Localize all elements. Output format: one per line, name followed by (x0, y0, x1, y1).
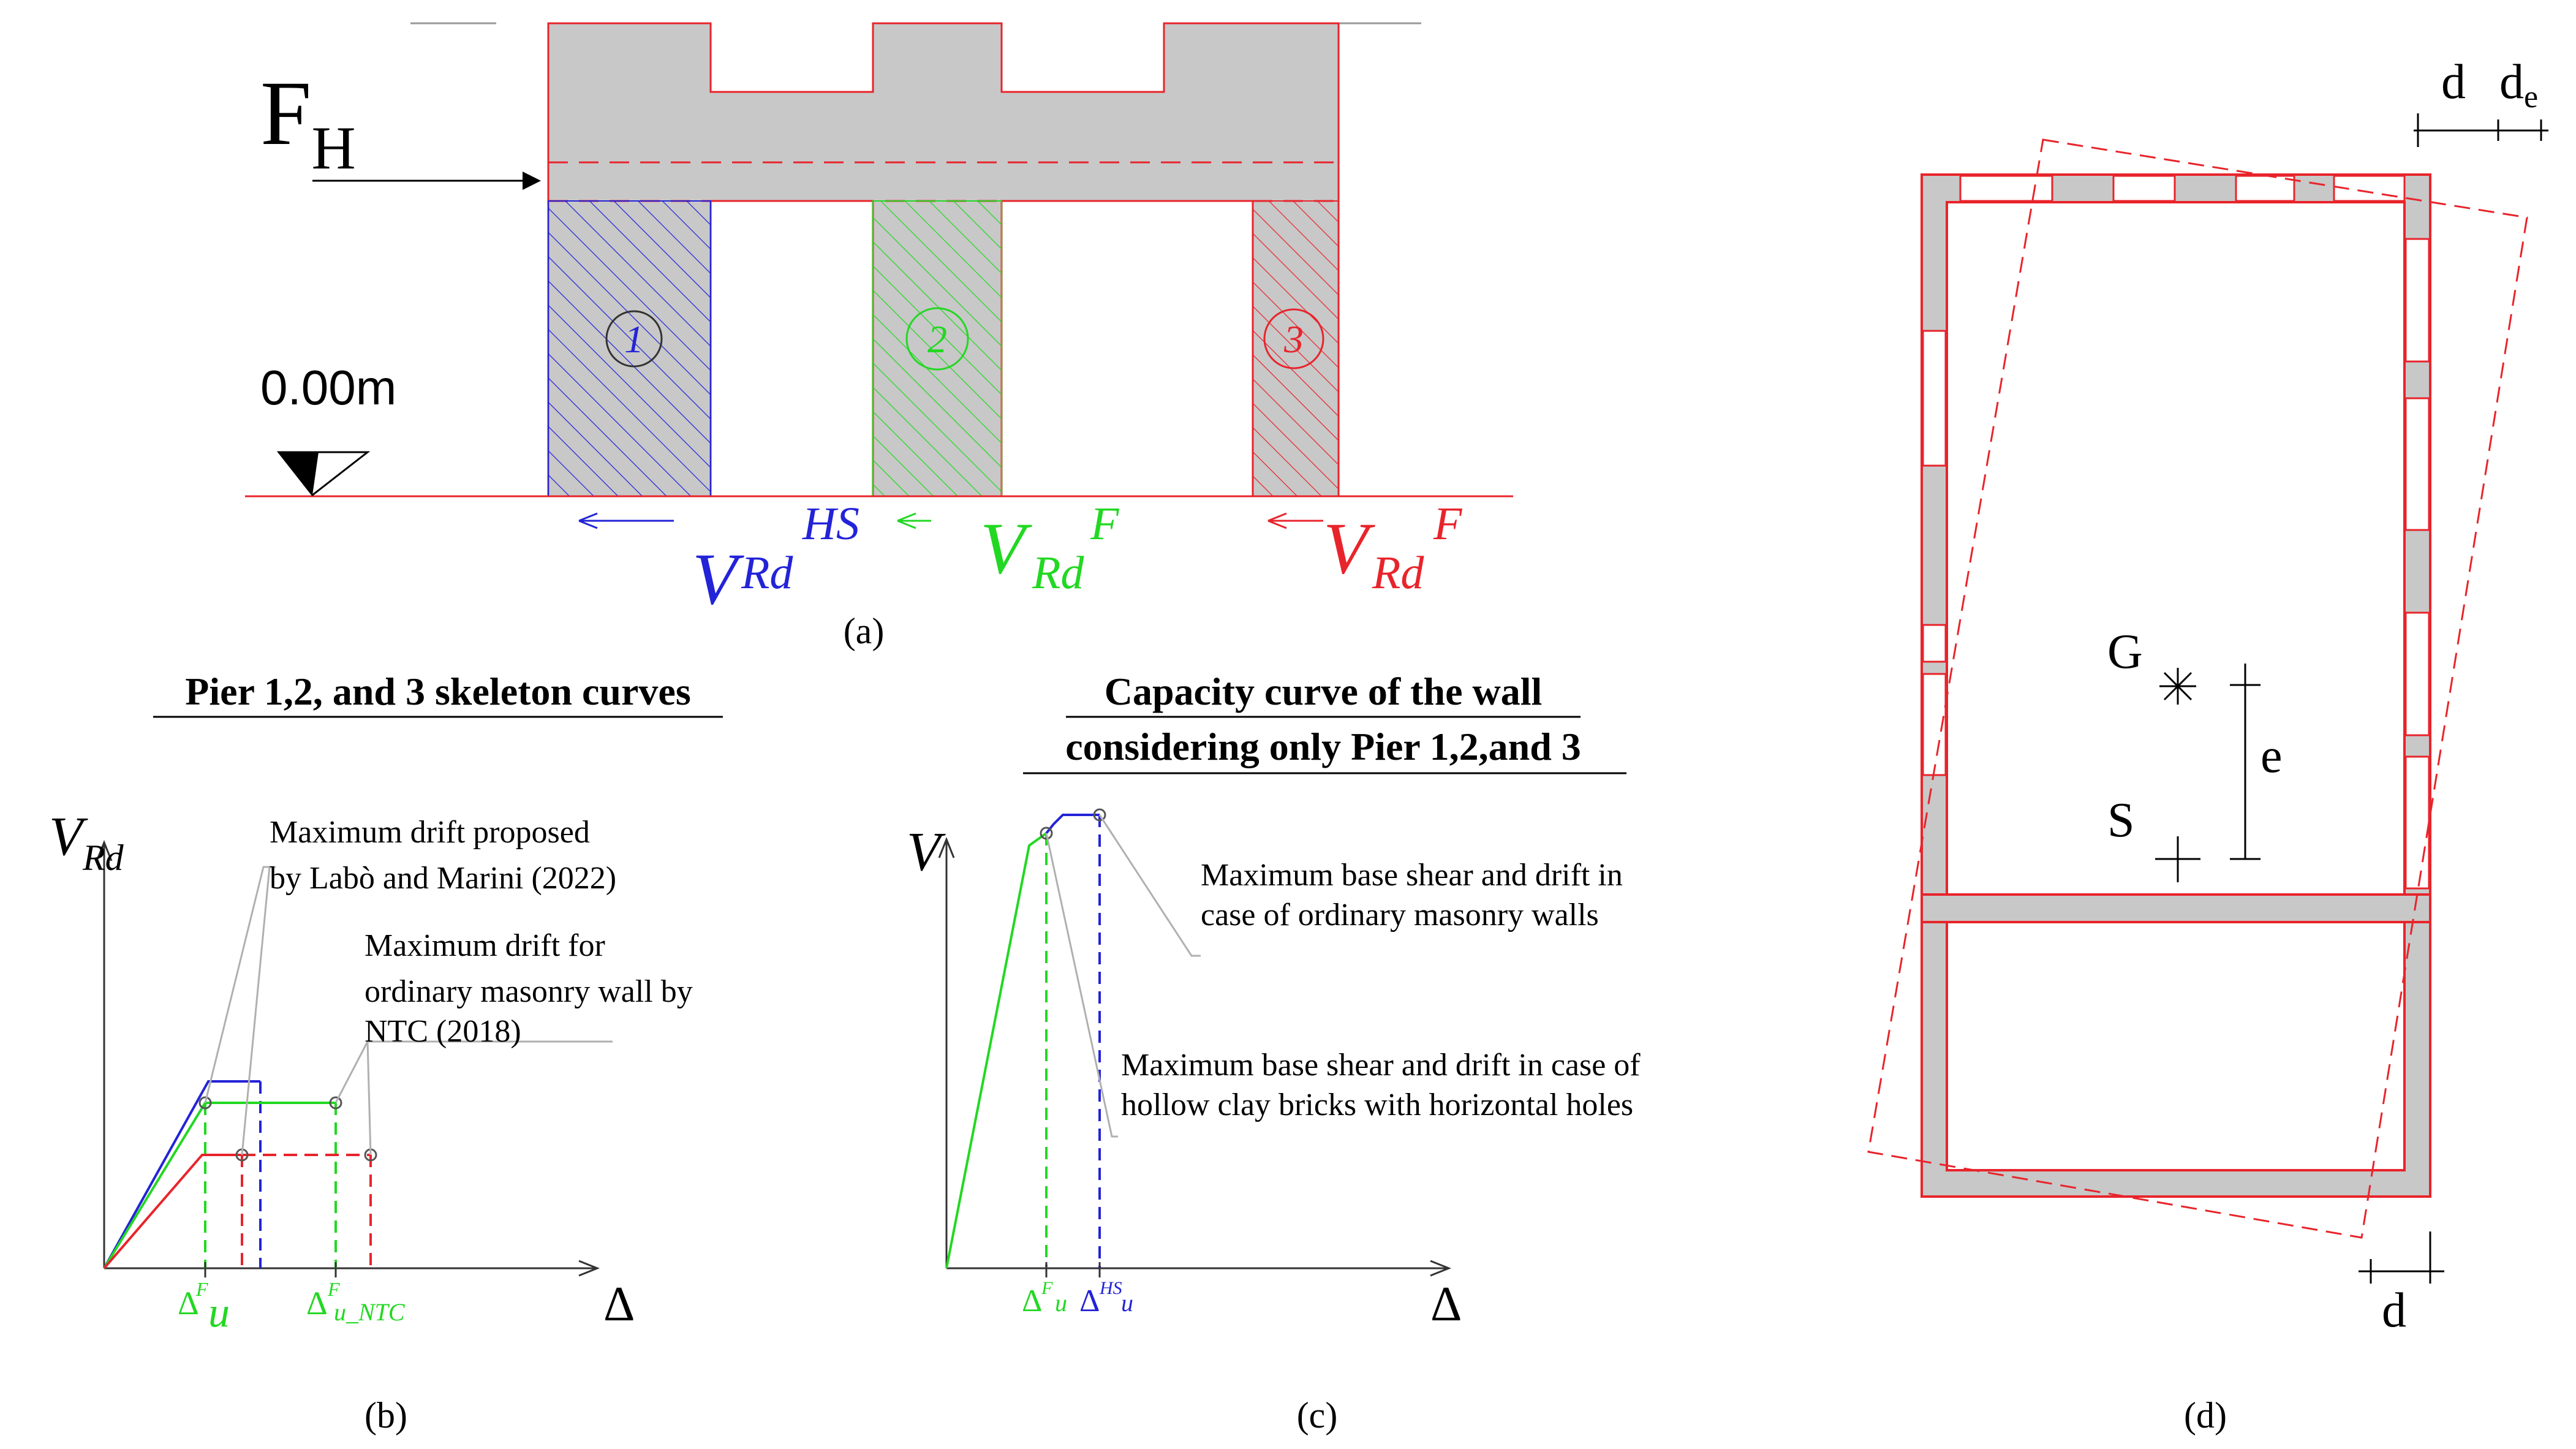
curve-pier-3 (103, 1154, 242, 1269)
dimension-d-top: d (2441, 55, 2466, 109)
panel-c-title-2: considering only Pier 1,2,and 3 (1065, 725, 1581, 768)
annotation-c-2: Maximum base shear and drift in case of … (1121, 1048, 1649, 1122)
pier-3-number: 3 (1283, 317, 1304, 361)
tick-label-delta-hs-u: Δ HS u (1079, 1278, 1133, 1318)
label-e: e (2261, 729, 2283, 783)
panel-d: d de G S e d (d) (1867, 55, 2548, 1436)
pier-1-marker (605, 310, 663, 368)
y-axis-arrowhead-icon (938, 836, 955, 858)
arrowhead-icon (897, 512, 916, 529)
pier-3 (1252, 200, 1339, 497)
label-g: G (2107, 625, 2143, 679)
label-s: S (2107, 793, 2135, 847)
curve-pier-1 (103, 1080, 260, 1269)
pier-1 (548, 200, 711, 497)
panel-b-y-label: VRd (49, 806, 124, 878)
caption-b: (b) (364, 1395, 407, 1436)
force-label: FH (260, 62, 356, 182)
annotation-b-2: Maximum drift for ordinary masonry wall … (364, 928, 701, 1049)
marker-circle (1040, 827, 1053, 840)
right-wall-openings (2404, 238, 2430, 890)
pier-2-number: 2 (927, 317, 947, 361)
leader-line (1045, 833, 1118, 1138)
capacity-curve (945, 832, 1048, 1269)
level-label: 0.00m (260, 360, 396, 415)
level-marker-fill (279, 452, 319, 495)
pier-1-number: 1 (624, 317, 644, 361)
centroid-g-icon (2159, 668, 2196, 705)
shear-2: V Rd F (897, 498, 1120, 599)
rotated-plan-outline (1867, 138, 2528, 1239)
marker-circle (1093, 808, 1106, 822)
caption-a: (a) (844, 611, 885, 651)
panel-b: Pier 1,2, and 3 skeleton curves VRd Δ (49, 670, 723, 1436)
x-axis-arrowhead-icon (578, 1260, 600, 1277)
arrowhead-icon (1267, 512, 1287, 529)
tick-label-delta-u: Δ F u (178, 1278, 230, 1336)
leader-line (334, 1040, 613, 1103)
panel-c: Capacity curve of the wall considering o… (907, 670, 1649, 1436)
shear-3: V Rd F (1267, 498, 1463, 599)
marker-circle (329, 1096, 342, 1110)
caption-d: (d) (2184, 1395, 2227, 1436)
shear-center-s-icon (2155, 836, 2200, 882)
panel-c-title-1: Capacity curve of the wall (1105, 670, 1543, 713)
shear-1: V Rd HS (578, 498, 859, 619)
panel-c-y-label: V (907, 822, 946, 882)
leader-line (204, 866, 276, 1103)
arrowhead-icon (578, 512, 598, 529)
pier-3-marker (1263, 308, 1324, 369)
marker-circle (198, 1096, 212, 1110)
pier-2-marker (905, 307, 969, 371)
shear-1-label: V Rd HS (692, 498, 859, 619)
annotation-c-1: Maximum base shear and drift in case of … (1201, 858, 1631, 933)
curve-pier-2 (103, 1102, 336, 1269)
capacity-curve-hs (1045, 814, 1100, 834)
panel-c-x-label: Δ (1430, 1277, 1462, 1331)
panel-b-title: Pier 1,2, and 3 skeleton curves (185, 670, 690, 713)
dimension-d-bottom: d (2382, 1284, 2406, 1337)
y-axis-arrowhead-icon (96, 839, 113, 861)
dimension-de: de (2499, 55, 2538, 115)
tick-label-delta-f-u: Δ F u (1022, 1278, 1067, 1318)
panel-b-x-label: Δ (603, 1277, 635, 1331)
panel-a: 1 2 3 0.00m FH V Rd HS V (245, 22, 1513, 651)
tick-label-delta-u-ntc: Δ F u_NTC (306, 1278, 406, 1326)
caption-c: (c) (1297, 1395, 1338, 1436)
shear-2-label: V Rd F (980, 498, 1120, 599)
shear-3-label: V Rd F (1323, 498, 1463, 599)
x-axis-arrowhead-icon (1430, 1260, 1452, 1277)
annotation-b-1: Maximum drift proposed by Labò and Marin… (270, 815, 616, 896)
left-wall-openings (1922, 330, 1947, 776)
leader-line (1098, 814, 1201, 957)
